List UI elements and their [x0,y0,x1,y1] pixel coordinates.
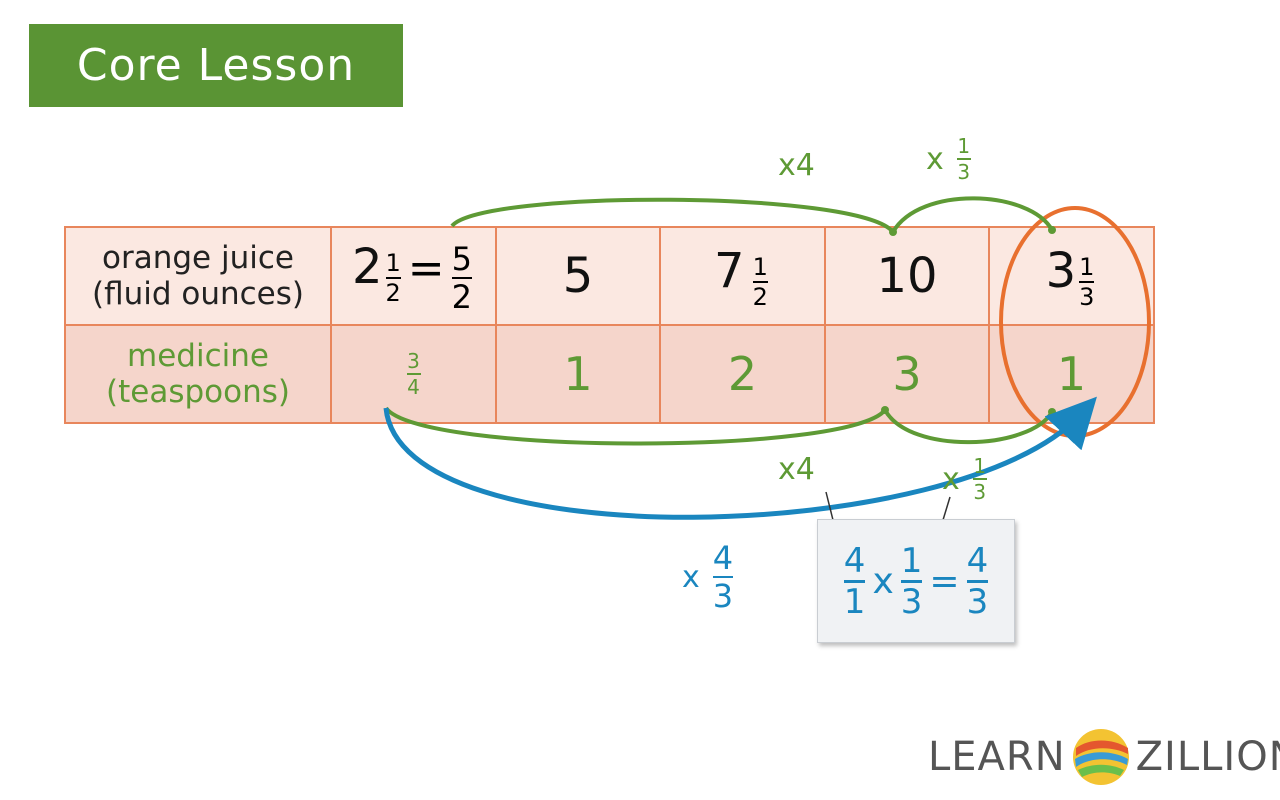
medicine-value-1-circled: 1 [1056,347,1087,401]
medicine-value-1: 1 [563,347,593,401]
logo-text-left: LEARN [928,734,1066,780]
medicine-cell-2: 1 [495,324,661,424]
medicine-label: medicine (teaspoons) [64,324,332,424]
medicine-cell-3: 2 [659,324,826,424]
orange-juice-label-line2: (fluid ounces) [91,276,305,312]
oj-mixed-whole-3: 3 [1045,242,1077,299]
top-x4-label: x4 [778,148,815,183]
medicine-value-2: 2 [727,347,758,401]
calc-times-sign: x [872,560,894,602]
calc-equals-sign: = [929,560,960,602]
oj-equals-sign: = [407,242,445,294]
orange-juice-label: orange juice (fluid ounces) [64,226,332,326]
bottom-x4-label: x4 [778,452,815,487]
medicine-cell-4: 3 [824,324,990,424]
banner-title: Core Lesson [76,40,356,91]
oj-value-10: 10 [876,248,938,304]
learnzillion-logo: LEARN ZILLION [928,724,1280,790]
medicine-cell-5: 1 [988,324,1155,424]
oj-mixed-whole-7: 7 [714,242,745,299]
oj-mixed-whole: 2 [351,238,383,295]
core-lesson-banner: Core Lesson [29,24,403,107]
logo-text-right: ZILLION [1135,734,1280,780]
medicine-value-3: 3 [892,347,922,401]
orange-juice-cell-2: 5 [495,226,661,326]
orange-juice-label-line1: orange juice [102,240,294,276]
logo-swirl-icon [1072,729,1129,785]
callout-line-left [825,491,834,521]
orange-juice-cell-4: 10 [824,226,990,326]
oj-value-5: 5 [562,248,594,304]
medicine-label-line1: medicine [127,338,269,374]
medicine-label-line2: (teaspoons) [106,374,290,410]
